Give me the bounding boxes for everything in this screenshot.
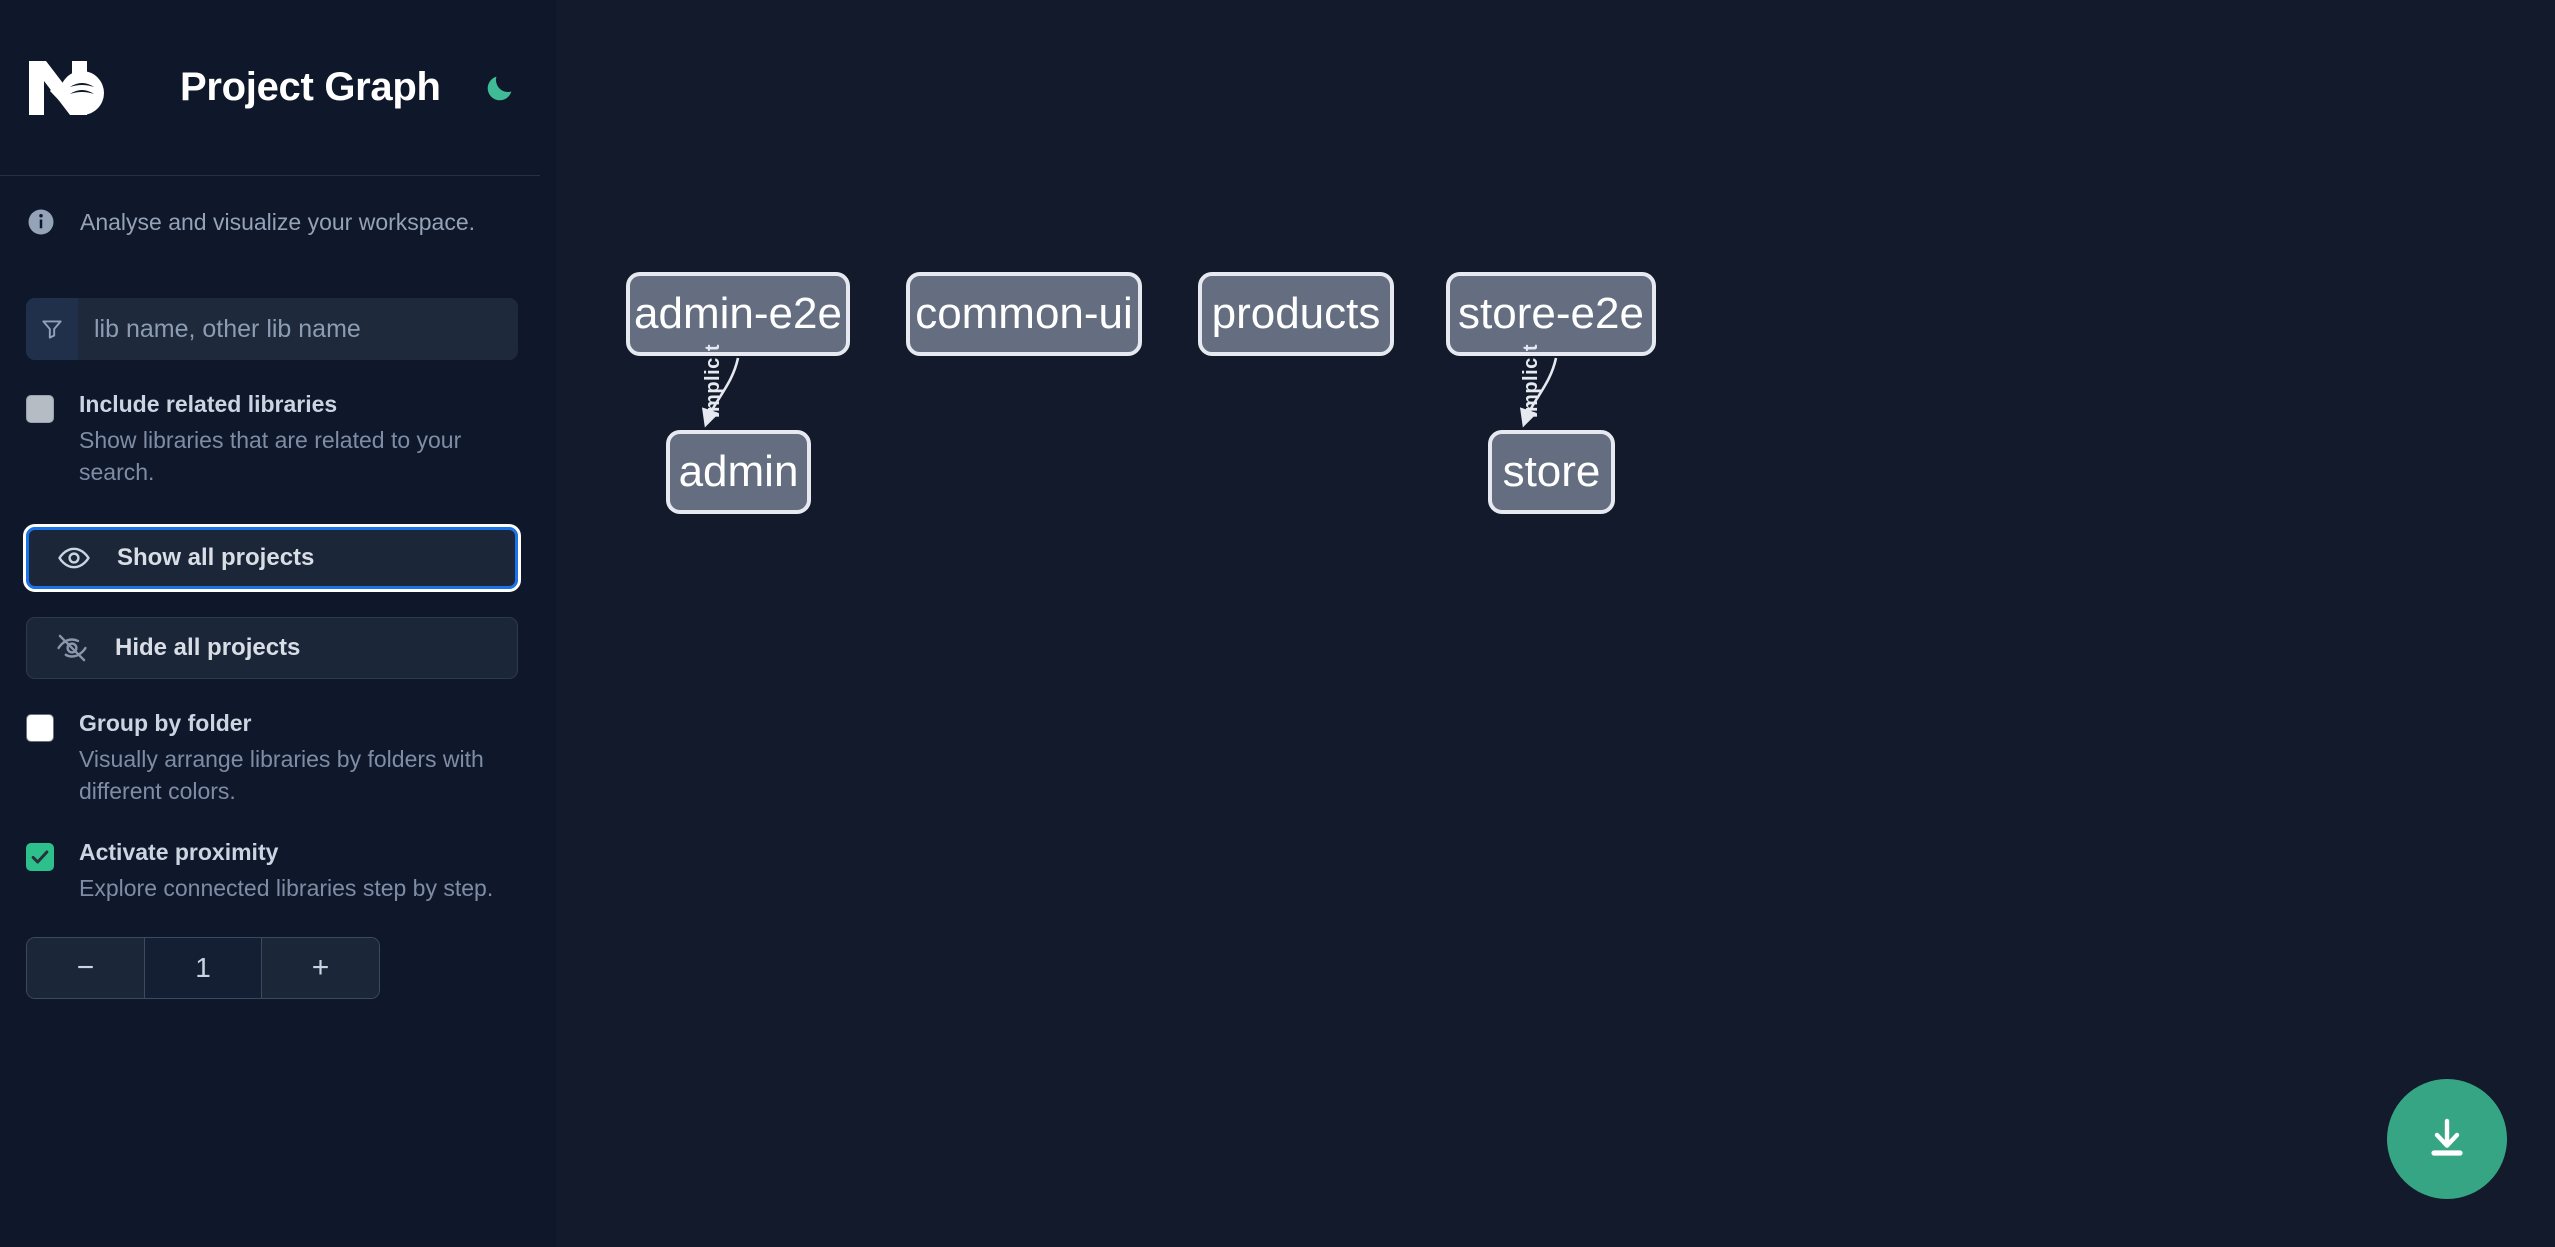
show-all-projects-button[interactable]: Show all projects — [23, 524, 521, 593]
download-icon — [2423, 1114, 2471, 1165]
proximity-increment-button[interactable]: + — [262, 937, 379, 998]
edge-admin-e2e-to-admin — [701, 357, 740, 428]
edge-label-implicit-store: implicit — [1520, 343, 1542, 418]
graph-node-admin[interactable]: admin — [666, 430, 811, 514]
tagline: Analyse and visualize your workspace. — [0, 176, 540, 268]
option-description: Explore connected libraries step by step… — [79, 874, 494, 901]
option-group-by-folder[interactable]: Group by folder Visually arrange librari… — [26, 709, 514, 808]
eye-off-icon — [55, 631, 89, 665]
info-icon — [26, 207, 56, 237]
moon-icon[interactable] — [477, 65, 523, 111]
option-description: Visually arrange libraries by folders wi… — [79, 745, 484, 805]
proximity-stepper: − 1 + — [26, 936, 380, 999]
graph-node-products[interactable]: products — [1198, 272, 1394, 356]
option-description: Show libraries that are related to your … — [79, 426, 462, 486]
eye-icon — [57, 541, 91, 575]
graph-canvas[interactable]: admin-e2e common-ui products store-e2e a… — [556, 0, 2555, 1247]
nx-logo — [26, 57, 122, 119]
filter-field[interactable] — [26, 298, 518, 360]
activate-proximity-checkbox[interactable] — [26, 843, 54, 872]
filter-funnel-icon — [26, 298, 78, 360]
graph-node-store-e2e[interactable]: store-e2e — [1446, 272, 1656, 356]
option-activate-proximity[interactable]: Activate proximity Explore connected lib… — [26, 838, 514, 904]
option-label: Group by folder — [79, 710, 252, 737]
page-title: Project Graph — [180, 65, 441, 109]
visibility-buttons: Show all projects Hide all projects — [23, 524, 521, 680]
search-input[interactable] — [78, 298, 518, 360]
group-by-folder-checkbox[interactable] — [26, 714, 54, 743]
option-label: Include related libraries — [79, 391, 338, 417]
edge-label-implicit-admin: implicit — [702, 343, 724, 418]
graph-node-store[interactable]: store — [1488, 430, 1615, 514]
tagline-text: Analyse and visualize your workspace. — [80, 208, 476, 235]
graph-node-admin-e2e[interactable]: admin-e2e — [626, 272, 850, 356]
proximity-decrement-button[interactable]: − — [27, 937, 144, 998]
hide-all-projects-button[interactable]: Hide all projects — [26, 617, 518, 680]
edge-store-e2e-to-store — [1519, 357, 1558, 428]
graph-node-common-ui[interactable]: common-ui — [906, 272, 1142, 356]
show-all-projects-label: Show all projects — [117, 544, 315, 572]
sidebar: Project Graph Analyse and visualize your… — [0, 0, 556, 1247]
option-include-related-libraries[interactable]: Include related libraries Show libraries… — [26, 390, 514, 489]
hide-all-projects-label: Hide all projects — [115, 634, 301, 662]
graph-edges — [701, 357, 1558, 428]
sidebar-body: Include related libraries Show libraries… — [0, 298, 540, 999]
proximity-value: 1 — [144, 937, 262, 998]
include-related-libraries-checkbox[interactable] — [26, 395, 54, 423]
sidebar-header: Project Graph — [0, 0, 540, 176]
download-graph-button[interactable] — [2387, 1079, 2507, 1199]
option-label: Activate proximity — [79, 839, 279, 866]
